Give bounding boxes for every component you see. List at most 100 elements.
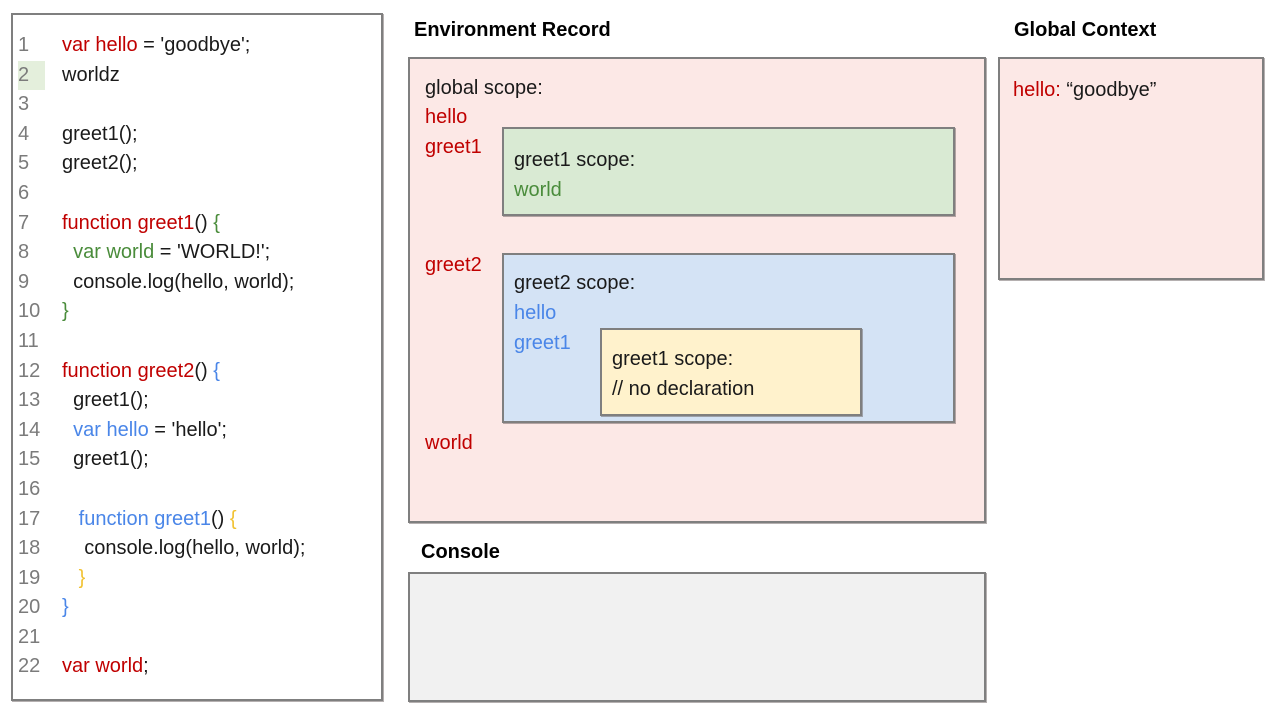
line-number: 9 — [18, 270, 30, 293]
code-token: = 'goodbye'; — [137, 34, 251, 56]
global-context-title: Global Context — [1014, 19, 1157, 41]
code-line: 1 var hello = 'goodbye'; — [13, 31, 381, 61]
global-scope-box: global scope: hello greet1 greet2 world … — [408, 57, 986, 523]
line-number: 14 — [18, 418, 41, 441]
code-token: } — [62, 300, 69, 323]
line-number: 10 — [18, 300, 41, 323]
greet2-scope-var-greet1: greet1 — [514, 332, 571, 354]
code-token: () — [194, 211, 214, 234]
global-var-greet1: greet1 — [425, 136, 482, 158]
line-number: 5 — [18, 152, 30, 175]
code-token: greet1(); — [62, 389, 149, 412]
code-token: var hello — [62, 418, 149, 441]
code-text: function greet1() { — [62, 209, 220, 239]
code-text: console.log(hello, world); — [62, 268, 294, 298]
console-title: Console — [421, 541, 500, 563]
code-line: 6 — [13, 179, 381, 209]
code-token: = 'hello'; — [148, 418, 227, 441]
line-number: 21 — [18, 625, 41, 648]
greet2-scope-box: greet2 scope: hello greet1 greet1 scope:… — [502, 253, 955, 423]
code-text: greet1(); — [62, 386, 149, 416]
line-number: 20 — [18, 596, 41, 619]
code-token: { — [213, 211, 220, 234]
code-token: ; — [143, 655, 149, 678]
global-context-box: hello: “goodbye” — [998, 57, 1264, 280]
code-line: 10} — [13, 297, 381, 327]
code-line: 8 var world = 'WORLD!'; — [13, 238, 381, 268]
global-var-hello: hello — [425, 106, 468, 128]
line-number: 1 — [18, 34, 30, 56]
code-text: function greet1() { — [62, 505, 237, 535]
code-line: 5 greet2(); — [13, 149, 381, 179]
code-line: 3 — [13, 90, 381, 120]
code-line: 15 greet1(); — [13, 445, 381, 475]
code-line: 7 function greet1() { — [13, 209, 381, 239]
line-number: 4 — [18, 122, 30, 145]
code-token: greet1(); — [62, 448, 149, 471]
greet2-scope-label: greet2 scope: — [514, 272, 636, 294]
line-number: 3 — [18, 93, 30, 116]
greet1-scope-var-world: world — [514, 179, 562, 201]
console-output-box — [408, 572, 986, 702]
line-number: 6 — [18, 181, 30, 204]
line-number: 8 — [18, 241, 30, 264]
line-number: 19 — [18, 566, 41, 589]
line-number: 16 — [18, 477, 41, 500]
code-text: var hello = 'hello'; — [62, 416, 227, 446]
code-text: var world; — [62, 652, 149, 682]
code-token: var world — [62, 241, 155, 264]
line-number: 7 — [18, 211, 30, 234]
code-token: () — [210, 507, 230, 530]
inner-greet1-scope-label: greet1 scope: — [612, 348, 734, 370]
code-text: greet1(); — [62, 120, 138, 150]
code-lines: 1 var hello = 'goodbye'; 2 worldz 3 4 greet1()… — [13, 31, 381, 682]
inner-greet1-scope-comment: // no declaration — [612, 378, 755, 400]
code-line: 21 — [13, 623, 381, 653]
code-line: 16 — [13, 475, 381, 505]
code-text: } — [62, 593, 69, 623]
line-number: 12 — [18, 359, 41, 382]
code-token: function greet1 — [62, 507, 211, 530]
code-token: greet2(); — [62, 152, 138, 175]
global-scope-label: global scope: — [425, 77, 543, 99]
code-line: 19 } — [13, 564, 381, 594]
global-var-world: world — [425, 432, 473, 454]
code-token: function greet1 — [62, 211, 195, 234]
code-line: 4 greet1(); — [13, 120, 381, 150]
code-line: 13 greet1(); — [13, 386, 381, 416]
global-var-greet2: greet2 — [425, 254, 482, 276]
code-line: 2 worldz — [13, 60, 381, 91]
inner-greet1-scope-box: greet1 scope: // no declaration — [600, 328, 862, 416]
code-text: greet2(); — [62, 149, 138, 179]
line-number: 11 — [18, 329, 39, 352]
code-token: worldz — [62, 63, 120, 86]
code-text: console.log(hello, world); — [62, 534, 305, 564]
code-text: var hello = 'goodbye'; — [62, 31, 250, 61]
code-token: { — [213, 359, 220, 382]
code-text: } — [62, 297, 69, 327]
global-context-entry-key: hello: — [1013, 79, 1061, 101]
code-line: 17 function greet1() { — [13, 505, 381, 535]
code-token: var world — [62, 655, 144, 678]
code-line: 9 console.log(hello, world); — [13, 268, 381, 298]
greet2-scope-var-hello: hello — [514, 302, 557, 324]
code-token: } — [62, 596, 69, 619]
code-line: 12 function greet2() { — [13, 357, 381, 387]
code-token: console.log(hello, world); — [62, 537, 306, 560]
code-token: greet1(); — [62, 122, 138, 145]
greet1-scope-label: greet1 scope: — [514, 149, 636, 171]
environment-record-title: Environment Record — [414, 19, 611, 41]
line-number: 17 — [18, 507, 41, 530]
global-context-entry: hello: “goodbye” — [1013, 75, 1262, 105]
code-text: function greet2() { — [62, 357, 220, 387]
line-number: 13 — [18, 389, 41, 412]
code-line: 20} — [13, 593, 381, 623]
code-token: function greet2 — [62, 359, 195, 382]
line-number-highlighted: 2 — [18, 60, 45, 91]
line-number: 15 — [18, 448, 41, 471]
code-text: } — [62, 564, 86, 594]
code-token: () — [194, 359, 214, 382]
code-token: var hello — [62, 34, 138, 56]
code-token: { — [229, 507, 237, 530]
